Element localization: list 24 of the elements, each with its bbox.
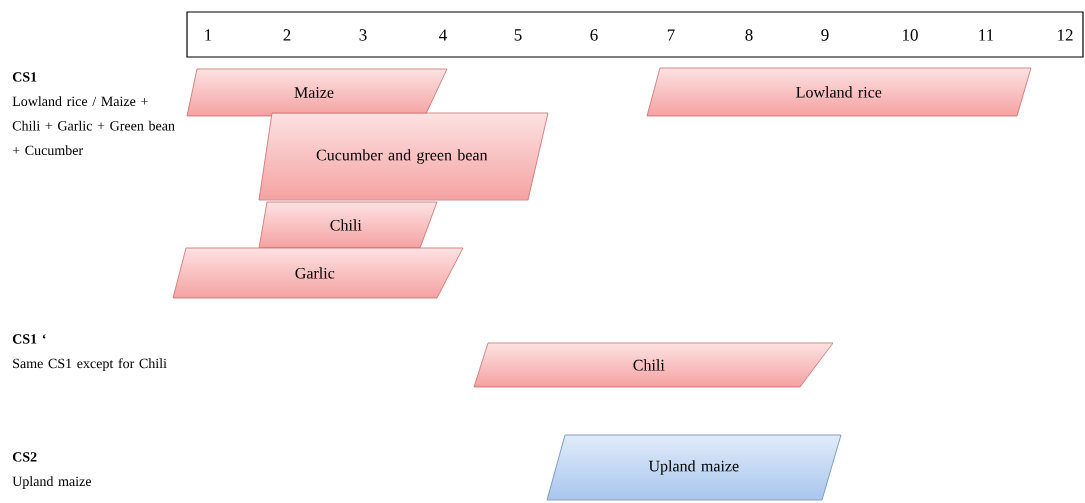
month-number: 2 bbox=[283, 29, 291, 41]
row-heading: CS2 bbox=[12, 452, 37, 462]
row-heading: CS1 bbox=[12, 72, 37, 82]
month-number: 7 bbox=[667, 29, 675, 41]
parallelogram-bar: Maize bbox=[186, 68, 448, 117]
month-number: 8 bbox=[745, 29, 753, 41]
month-number: 5 bbox=[514, 29, 522, 41]
parallelogram-bar: Garlic bbox=[172, 247, 464, 299]
month-number: 1 bbox=[205, 29, 212, 41]
parallelogram-bar: Chili bbox=[258, 201, 438, 249]
month-number: 3 bbox=[359, 29, 367, 41]
month-number: 10 bbox=[903, 29, 918, 41]
row-description: Upland maize bbox=[12, 476, 92, 489]
row-heading: CS1 ‘ bbox=[12, 334, 46, 344]
month-number: 6 bbox=[590, 29, 598, 41]
row-description: Same CS1 except for Chili bbox=[13, 358, 167, 371]
row-description: Lowland rice / Maize + Chili + Garlic + Green bean + Cucumber bbox=[12, 96, 175, 156]
parallelogram-bar: Chili bbox=[473, 342, 834, 388]
month-number: 9 bbox=[821, 29, 829, 41]
month-number: 11 bbox=[979, 29, 994, 41]
month-number: 12 bbox=[1058, 29, 1073, 41]
parallelogram-bar: Upland maize bbox=[546, 434, 842, 501]
parallelogram-bar: Lowland rice bbox=[646, 67, 1032, 117]
month-number: 4 bbox=[439, 29, 447, 41]
